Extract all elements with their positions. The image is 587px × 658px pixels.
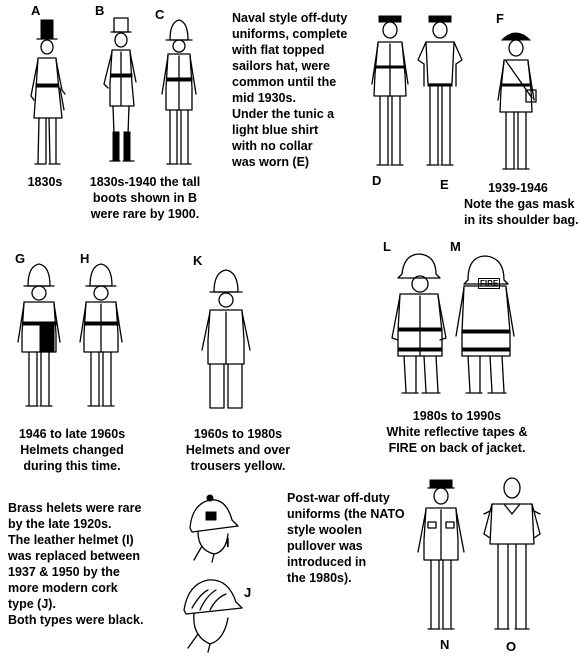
- figure-n-postwar-offduty-uniform: [412, 478, 472, 636]
- note-gas-mask: Note the gas mask in its shoulder bag.: [464, 197, 579, 227]
- caption-lm: 1980s to 1990s White reflective tapes & …: [386, 409, 528, 455]
- figure-d-naval-offduty-uniform: [362, 14, 422, 172]
- caption-k: 1960s to 1980s Helmets and over trousers…: [185, 427, 291, 473]
- figure-c-helmet-uniform: [152, 18, 212, 168]
- caption-a: 1830s: [27, 175, 63, 189]
- caption-f-year: 1939-1946: [488, 181, 548, 195]
- figure-g-helmet-uniform: [10, 262, 72, 412]
- figure-label-h: H: [80, 251, 90, 266]
- figure-label-o: O: [506, 639, 517, 654]
- figure-label-e: E: [440, 177, 449, 192]
- figure-label-n: N: [440, 637, 450, 652]
- figure-k-helmet-overtrousers: [196, 268, 260, 416]
- figure-l-firefighter-front: [388, 252, 456, 402]
- figure-label-i: I: [226, 535, 230, 550]
- figure-label-a: A: [31, 3, 41, 18]
- figure-f-wartime-uniform-gas-mask: [488, 28, 548, 176]
- figure-b-uniform-tall-boots: [96, 14, 156, 169]
- figure-e-shirt-uniform: [412, 14, 472, 172]
- note-naval-off-duty: Naval style off-duty uniforms, complete …: [232, 11, 348, 169]
- caption-bc: 1830s-1940 the tall boots shown in B wer…: [89, 175, 201, 221]
- figure-label-d: D: [372, 173, 382, 188]
- figure-label-g: G: [15, 251, 26, 266]
- note-post-war-uniforms: Post-war off-duty uniforms (the NATO sty…: [287, 491, 405, 585]
- figure-a-top-hat-uniform: [22, 18, 82, 168]
- figure-m-firefighter-back: [452, 252, 520, 402]
- figure-h-helmet-uniform: [72, 262, 134, 412]
- figure-o-nato-pullover: [480, 474, 544, 636]
- figure-label-b: B: [95, 3, 105, 18]
- caption-gh: 1946 to late 1960s Helmets changed durin…: [18, 427, 126, 473]
- figure-label-k: K: [193, 253, 203, 268]
- figure-label-m: M: [450, 239, 461, 254]
- figure-i-leather-helmet-head: [186, 494, 248, 564]
- figure-label-l: L: [383, 239, 391, 254]
- jacket-fire-label: FIRE: [478, 278, 501, 289]
- note-brass-helmets: Brass helets were rare by the late 1920s…: [8, 501, 144, 627]
- figure-label-f: F: [496, 11, 504, 26]
- figure-j-cork-helmet-head: [178, 574, 254, 654]
- figure-label-c: C: [155, 7, 165, 22]
- figure-label-j: J: [244, 585, 252, 600]
